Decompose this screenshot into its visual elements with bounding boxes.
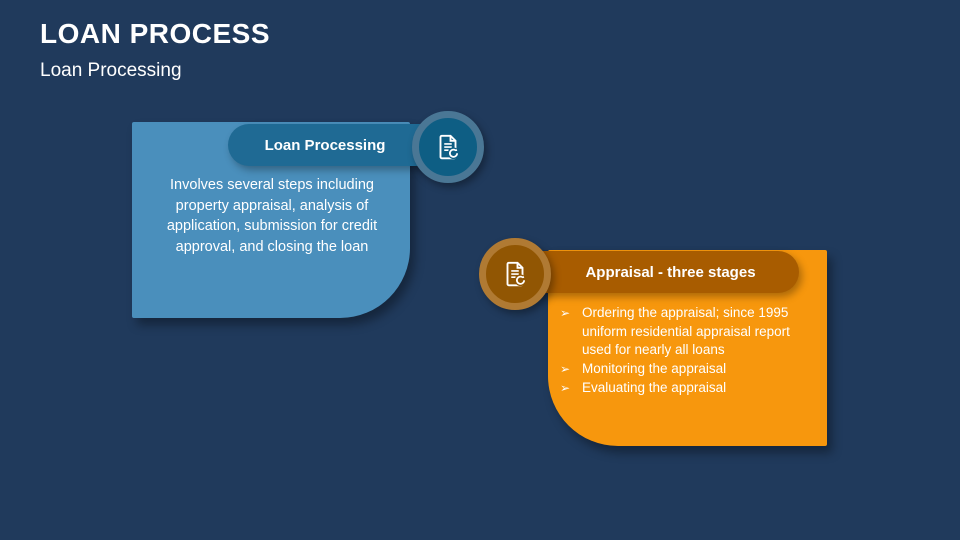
page-subtitle: Loan Processing xyxy=(40,60,182,81)
bullet-text: Monitoring the appraisal xyxy=(582,360,727,376)
appraisal-tab-label: Appraisal - three stages xyxy=(585,263,756,281)
bullet-text: Evaluating the appraisal xyxy=(582,379,727,395)
arrow-bullet-icon: ➢ xyxy=(560,380,571,395)
appraisal-icon-badge xyxy=(479,238,551,310)
arrow-bullet-icon: ➢ xyxy=(560,361,571,376)
loan-processing-body-text: Involves several steps including propert… xyxy=(166,177,378,255)
page-title: LOAN PROCESS xyxy=(40,18,271,49)
loan-processing-tab-label: Loan Processing xyxy=(264,136,386,154)
list-item: ➢ Ordering the appraisal; since 1995 uni… xyxy=(560,304,810,360)
loan-processing-icon-badge xyxy=(412,111,484,183)
loan-processing-tab: Loan Processing xyxy=(228,124,448,166)
bullet-text: Ordering the appraisal; since 1995 unifo… xyxy=(582,305,790,358)
arrow-bullet-icon: ➢ xyxy=(560,306,571,320)
document-refresh-icon xyxy=(500,259,530,289)
list-item: ➢ Monitoring the appraisal xyxy=(560,360,810,379)
appraisal-bullet-list: ➢ Ordering the appraisal; since 1995 uni… xyxy=(560,304,810,397)
document-refresh-icon xyxy=(433,132,463,162)
list-item: ➢ Evaluating the appraisal xyxy=(560,379,810,398)
